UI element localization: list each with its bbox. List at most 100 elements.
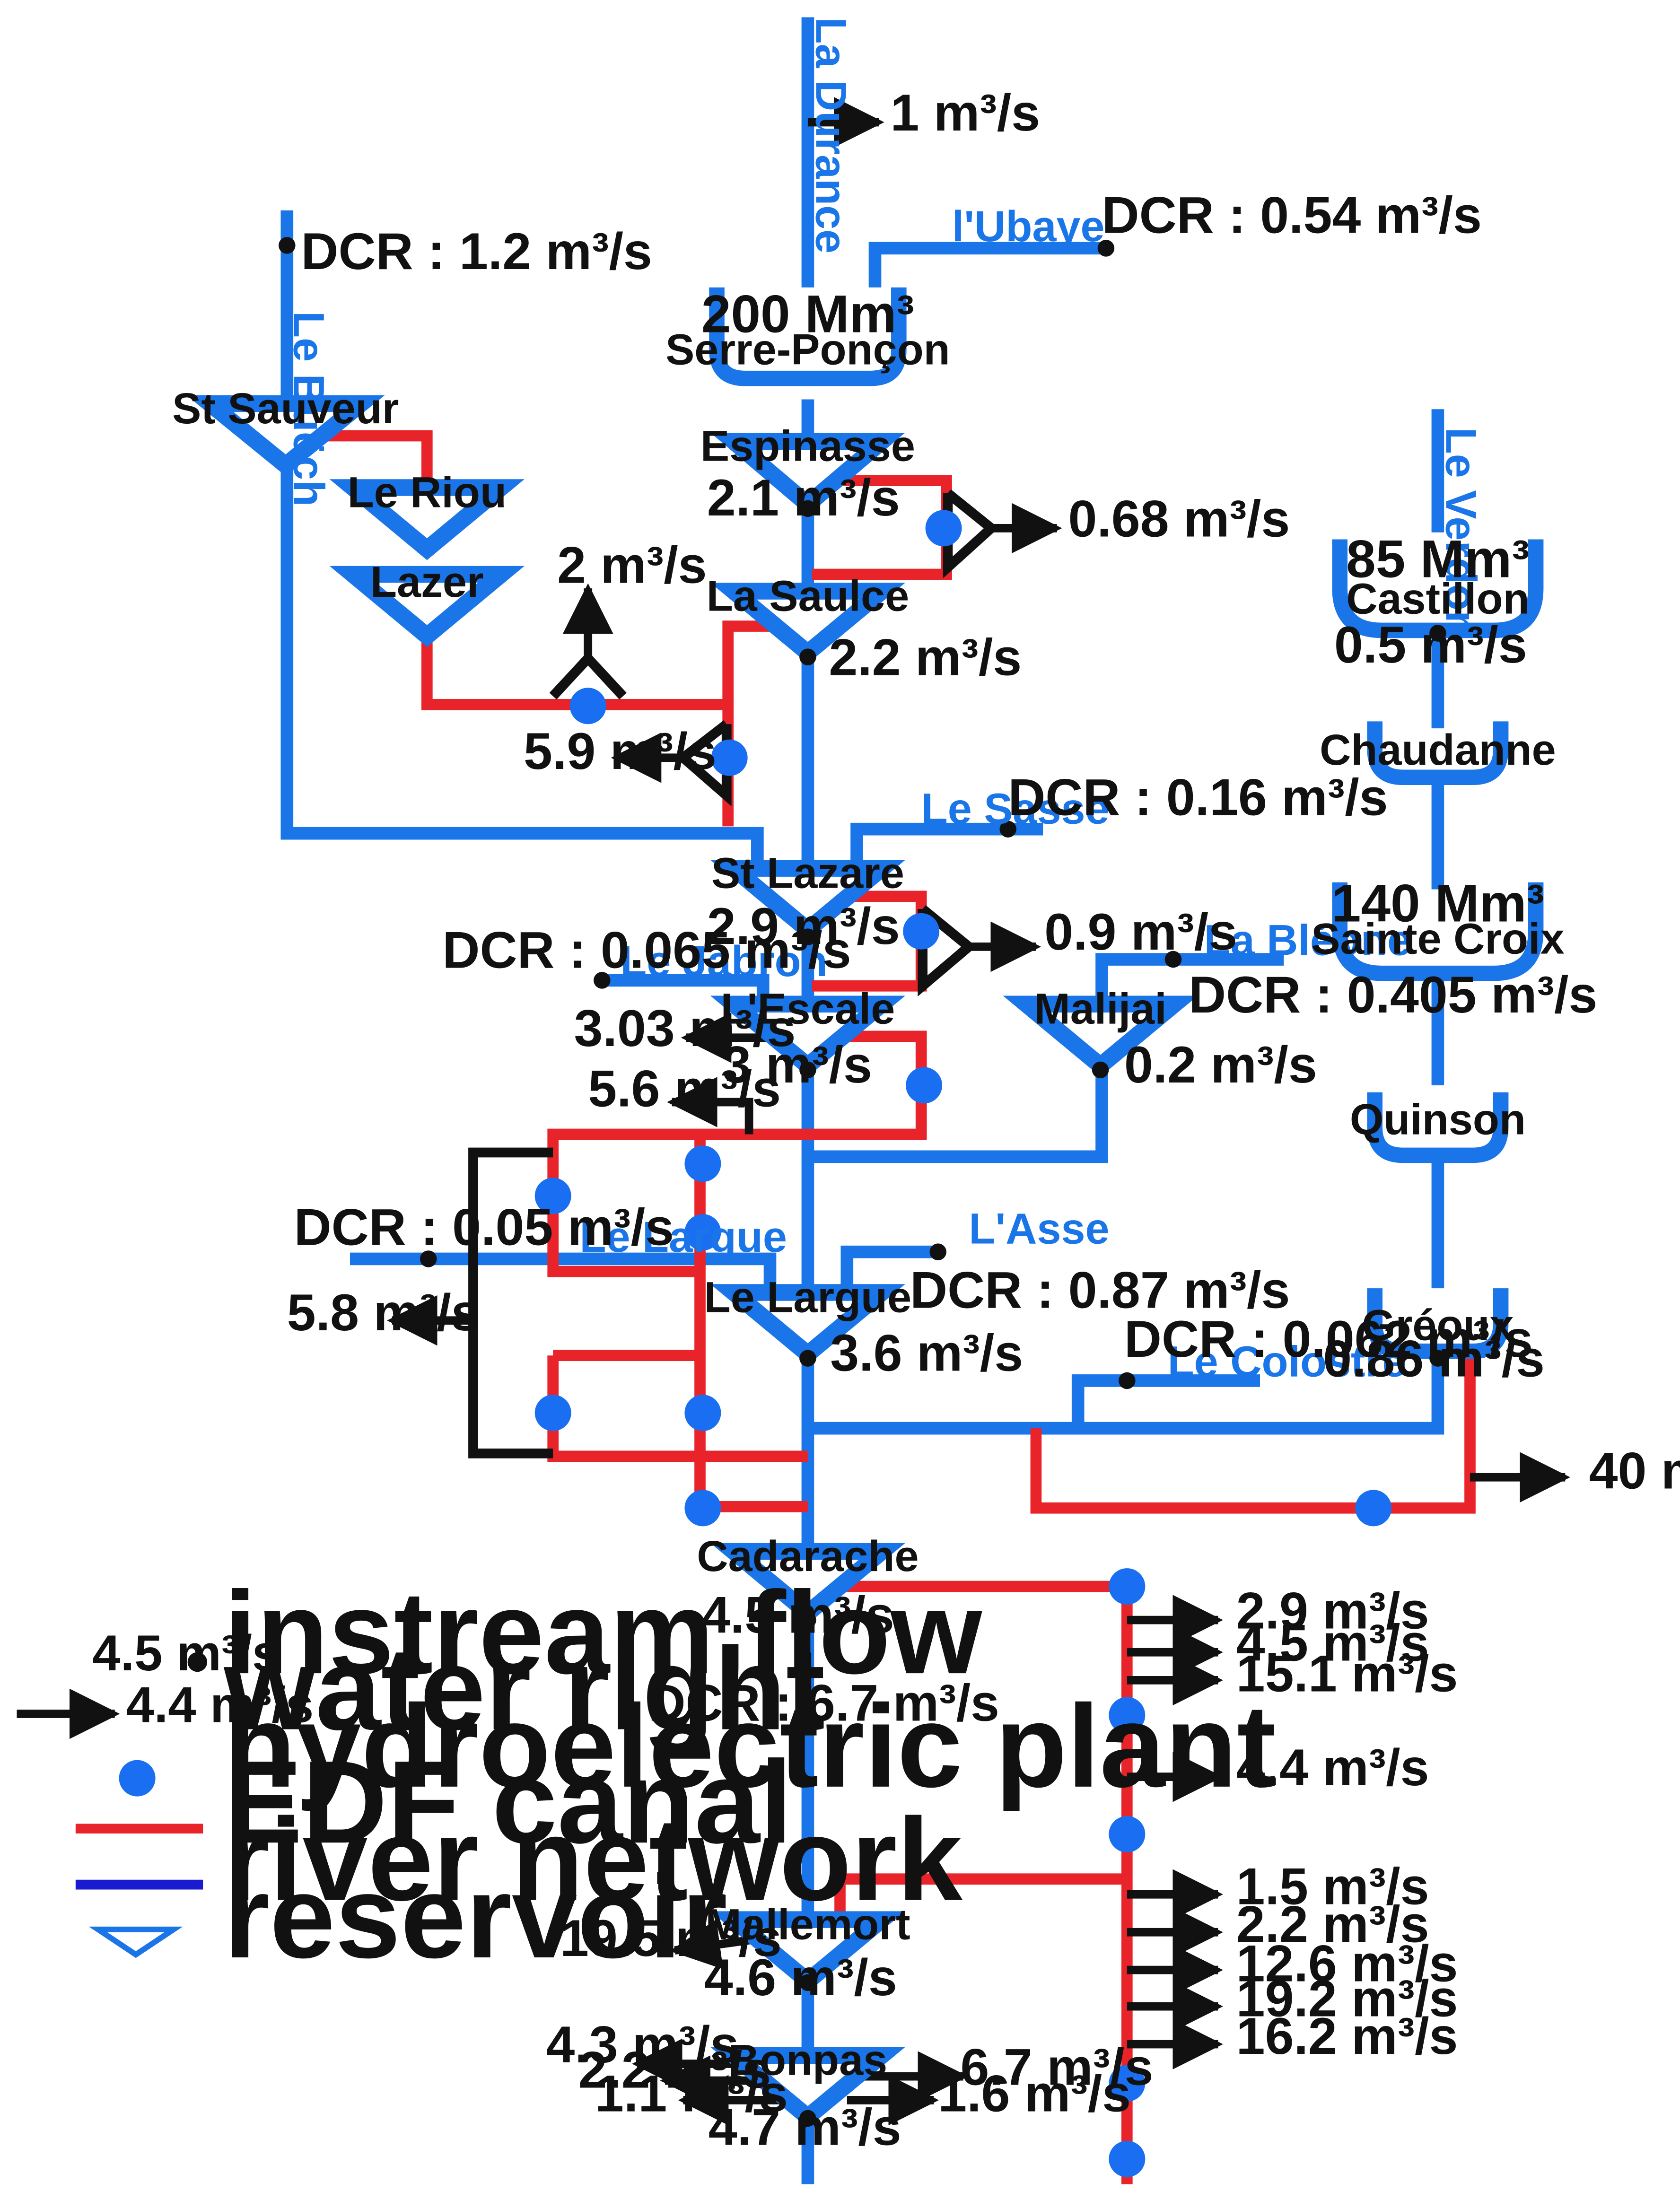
river-label-bleone: La Bléone <box>1204 917 1411 965</box>
flow-label: 2.2 m³/s <box>829 629 1022 687</box>
legend-instream-node <box>187 1652 208 1672</box>
flow-label: 0.86 m³/s <box>1323 1330 1545 1388</box>
flow-label: DCR : 0.54 m³/s <box>1102 186 1482 244</box>
hydroelectric-plant <box>534 1395 571 1432</box>
hydroelectric-plant <box>1355 1490 1392 1527</box>
reservoir-name: Le Largue <box>704 1273 911 1321</box>
reservoir-name: Malijai <box>1034 985 1166 1033</box>
reservoir-name: Bonpas <box>728 2036 887 2085</box>
flow-label: 4.4 m³/s <box>1236 1739 1429 1797</box>
flow-label: DCR : 0.405 m³/s <box>1189 966 1597 1024</box>
flow-label: 0.2 m³/s <box>1124 1036 1317 1094</box>
reservoir-name: Cadarache <box>697 1532 919 1580</box>
reservoir-name: St Sauveur <box>172 384 399 433</box>
river-label-jabron: Le Jabron <box>620 937 827 986</box>
flow-label: 2.1 m³/s <box>707 469 900 527</box>
triangle-reservoirs <box>186 395 1198 2128</box>
river-network <box>280 17 1444 2184</box>
legend-canal-label: EDF canal <box>224 1736 793 1868</box>
reservoir-name: Mallemort <box>705 1901 910 1949</box>
flow-label: 19.2 m³/s <box>1236 1970 1458 2027</box>
river-label-asse: L'Asse <box>969 1205 1109 1253</box>
flow-label: 1.6 m³/s <box>938 2065 1131 2123</box>
flow-label: 5.8 m³/s <box>287 1284 480 1342</box>
flow-label: 0.5 m³/s <box>1334 616 1527 674</box>
flow-label: DCR : 0.87 m³/s <box>910 1262 1290 1319</box>
flow-label: 4.5 m³/s <box>1236 1614 1429 1672</box>
reservoir-name: Sainte Croix <box>1311 915 1564 963</box>
legend: 4.5 m³/s instream flow 4.4 m³/s water ri… <box>17 1567 1276 1982</box>
legend-river-label: river network <box>224 1794 963 1925</box>
reservoir-lazer <box>329 566 525 647</box>
flow-label: DCR : 0.16 m³/s <box>1008 769 1388 827</box>
reservoir-le-largue <box>710 1284 905 1365</box>
flow-label: 1 m³/s <box>891 84 1041 142</box>
legend-plant-icon <box>119 1760 156 1797</box>
flow-label: 4.7 m³/s <box>709 2099 901 2156</box>
reservoir-chaudanne <box>1367 721 1509 785</box>
hydroelectric-plant <box>1109 2140 1146 2177</box>
river-label-verdon: Le Verdon <box>1437 428 1485 637</box>
reservoir-labels: 200 Mm³ Serre-Ponçon 85 Mm³ Castillon Ch… <box>172 284 1564 2084</box>
reservoir-name: Gréoux <box>1362 1301 1514 1350</box>
reservoir-cadarache <box>710 1543 905 1624</box>
reservoir-capacity: 140 Mm³ <box>1331 873 1544 933</box>
river-label-colostre: Le Colostre <box>1168 1338 1407 1386</box>
hydroelectric-plant <box>684 1395 721 1432</box>
reservoir-name: L'Escale <box>721 985 895 1033</box>
flow-label: 1.5 m³/s <box>1236 1858 1429 1916</box>
legend-water-right-value: 4.4 m³/s <box>126 1677 314 1733</box>
reservoir-name: La Saulce <box>707 572 909 620</box>
reservoir-st-sauveur <box>186 395 385 476</box>
hydroelectric-plant <box>903 913 940 950</box>
legend-reservoir-label: reservoir <box>224 1851 727 1982</box>
hydroelectric-plant <box>684 1214 721 1251</box>
reservoir-la-saulce <box>710 583 905 664</box>
legend-reservoir-icon <box>88 1926 183 1958</box>
reservoir-mallemort <box>710 1911 905 1992</box>
hydroelectric-plant <box>684 1145 721 1182</box>
flow-label: DCR : 6.7 m³/s <box>648 1675 999 1732</box>
hydroelectric-plant <box>684 1490 721 1527</box>
flow-label: 5.9 m³/s <box>524 723 717 780</box>
reservoir-name: Serre-Ponçon <box>665 326 950 374</box>
reservoir-name: Quinson <box>1350 1096 1526 1144</box>
river-labels: La Durance l'Ubaye Le Buëch Le Verdon Le… <box>285 17 1485 1386</box>
hydroelectric-plant <box>1109 1697 1146 1734</box>
flow-label: 4.3 m³/s <box>546 2016 739 2074</box>
flow-label: DCR : 1.2 m³/s <box>301 223 652 280</box>
hydroelectric-plant <box>711 739 748 776</box>
instream-flow-nodes <box>279 237 1446 2127</box>
flow-label: 15.1 m³/s <box>1236 1645 1458 1703</box>
flow-label: 2.2 m³/s <box>578 2041 771 2099</box>
river-label-sasse: Le Sasse <box>921 785 1110 833</box>
reservoir-name: Chaudanne <box>1320 726 1556 774</box>
hydroelectric-plant <box>906 1067 943 1104</box>
river-label-buech: Le Buëch <box>285 311 333 506</box>
reservoir-quinson <box>1367 1092 1509 1163</box>
flow-label: 0.9 m³/s <box>1044 903 1237 961</box>
hydroelectric-plant <box>1109 1816 1146 1852</box>
flow-label: DCR : 0.05 m³/s <box>294 1198 674 1256</box>
flow-label: 40 m³/s <box>1589 1442 1680 1500</box>
reservoir-capacity: 85 Mm³ <box>1346 529 1530 588</box>
legend-plant-label: hydroelectric plant <box>224 1680 1276 1812</box>
reservoir-bonpas <box>710 2047 905 2128</box>
hydroelectric-plant <box>534 1178 571 1214</box>
hydroelectric-plant <box>1109 2065 1146 2102</box>
flow-label: 2.9 m³/s <box>1236 1582 1429 1640</box>
reservoir-name: Le Riou <box>348 468 507 516</box>
flow-label: 2 m³/s <box>557 536 707 594</box>
legend-instream-label: instream flow <box>224 1567 982 1698</box>
hydroelectric-plant <box>925 510 962 547</box>
hydroelectric-plant <box>1109 1568 1146 1605</box>
flow-label: 4.5 m³/s <box>701 1586 894 1644</box>
flow-label: 3.03 m³/s <box>574 1000 796 1057</box>
flow-label: 12.6 m³/s <box>1236 1935 1458 1992</box>
flow-label: 0.68 m³/s <box>1068 490 1290 548</box>
flow-label: 3 m³/s <box>722 1036 872 1094</box>
reservoir-name: Castillon <box>1346 575 1529 623</box>
flow-label: DCR : 0.065 m³/s <box>442 921 851 979</box>
reservoir-l-escale <box>710 995 905 1077</box>
